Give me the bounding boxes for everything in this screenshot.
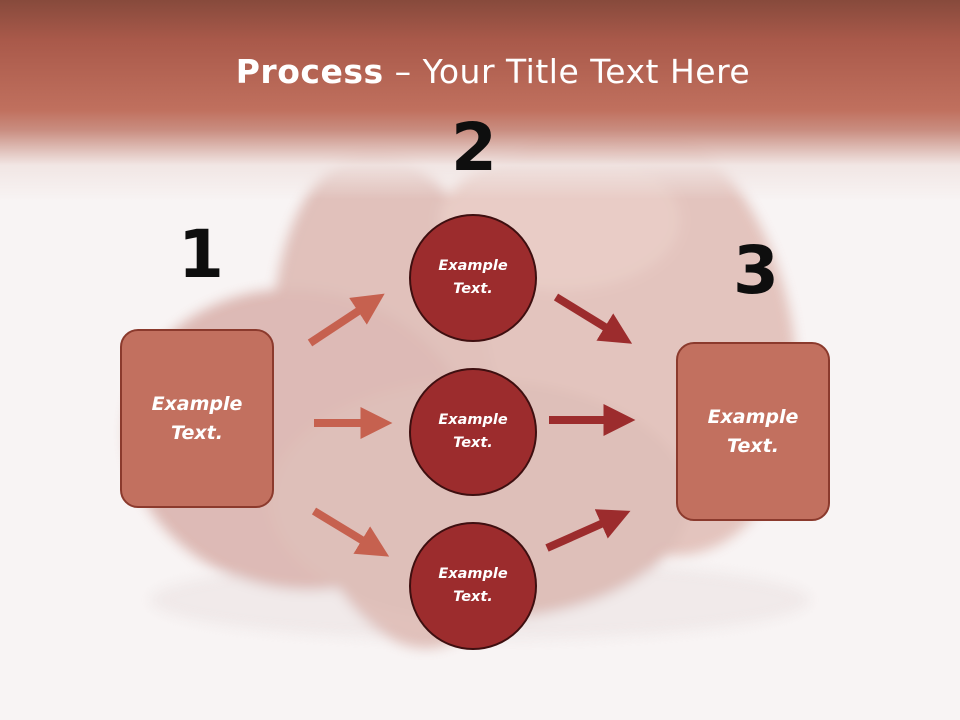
middle-circle-line1: Example [438, 412, 508, 428]
top-process-circle: Example Text. [409, 214, 537, 342]
arrow-bottom-to-right [545, 509, 631, 552]
middle-process-circle: Example Text. [409, 368, 537, 496]
bottom-process-circle: Example Text. [409, 522, 537, 650]
right-box-line2: Text. [727, 434, 779, 457]
top-circle-line1: Example [438, 258, 508, 274]
right-process-box: Example Text. [676, 342, 830, 521]
arrow-left-to-bottom [311, 507, 390, 557]
bottom-circle-line1: Example [438, 566, 508, 582]
top-circle-line2: Text. [453, 281, 493, 297]
step-number-1: 1 [178, 216, 224, 293]
bottom-circle-line2: Text. [453, 589, 493, 605]
right-box-line1: Example [707, 405, 799, 428]
left-box-line1: Example [151, 392, 243, 415]
left-process-box: Example Text. [120, 329, 274, 508]
title-bold-part: Process [235, 52, 384, 91]
step-number-3: 3 [733, 232, 779, 309]
title-rest-part: – Your Title Text Here [383, 52, 751, 91]
step-number-2: 2 [451, 109, 497, 186]
left-box-line2: Text. [171, 421, 223, 444]
slide-title: Process – Your Title Text Here [0, 52, 960, 91]
middle-circle-line2: Text. [453, 435, 493, 451]
arrow-top-to-right [553, 293, 633, 344]
header-band [0, 0, 960, 200]
arrow-left-to-top [307, 293, 385, 347]
